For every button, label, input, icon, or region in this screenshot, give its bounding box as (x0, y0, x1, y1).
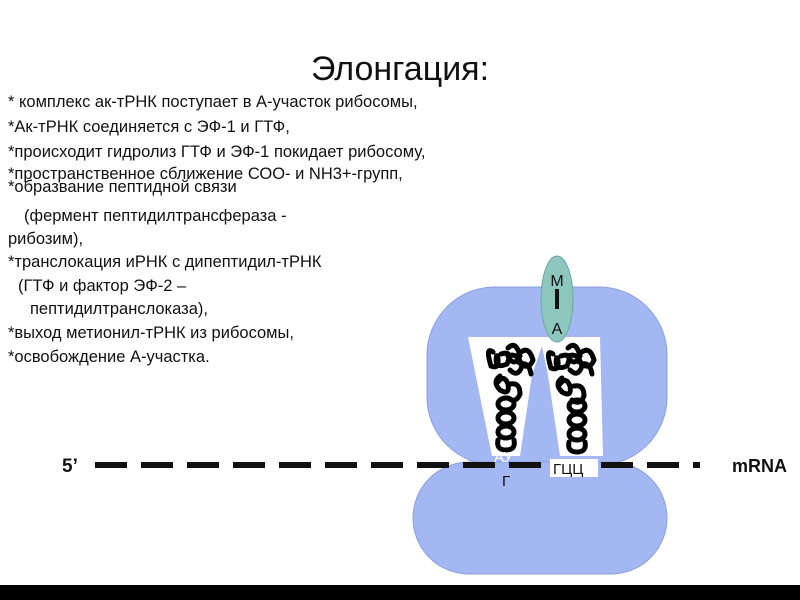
text-line-12: *освобождение А-участка. (8, 348, 210, 366)
text-line-6: (фермент пептидилтрансфераза - (24, 207, 287, 225)
peptide-bond (555, 289, 559, 309)
amino-acid-bottom-label: А (552, 321, 563, 338)
codon-left-line2: Г (502, 473, 510, 490)
text-line-1: * комплекс ак-тРНК поступает в А-участок… (8, 93, 418, 111)
text-line-9: (ГТФ и фактор ЭФ-2 – (18, 277, 187, 295)
bottom-black-bar (0, 585, 800, 600)
codon-right-label: ГЦЦ (553, 461, 583, 478)
trna-left (485, 342, 536, 453)
trna-right (545, 342, 597, 455)
text-line-10: пептидилтранслоказа), (30, 300, 208, 318)
text-line-7: рибозим), (8, 230, 84, 248)
codon-right-bg (550, 459, 598, 477)
amino-acid-top-label: М (550, 273, 563, 290)
text-line-2: *Ак-тРНК соединяется с ЭФ-1 и ГТФ, (8, 118, 290, 136)
text-line-4: *пространственное сближение СОО- и NH3+-… (8, 165, 403, 183)
text-line-3: *происходит гидролиз ГТФ и ЭФ-1 покидает… (8, 143, 426, 161)
slide-title: Элонгация: (310, 50, 490, 88)
small-subunit (412, 461, 668, 575)
text-line-5: *образвание пептидной связи (8, 178, 237, 196)
five-prime-label: 5’ (62, 456, 78, 477)
text-line-11: *выход метионил-тРНК из рибосомы, (8, 324, 294, 342)
text-line-8: *транслокация иРНК с дипептидил-тРНК (8, 253, 322, 271)
mrna-label: mRNA (732, 456, 787, 476)
codon-left-line1: АУ (494, 449, 513, 466)
